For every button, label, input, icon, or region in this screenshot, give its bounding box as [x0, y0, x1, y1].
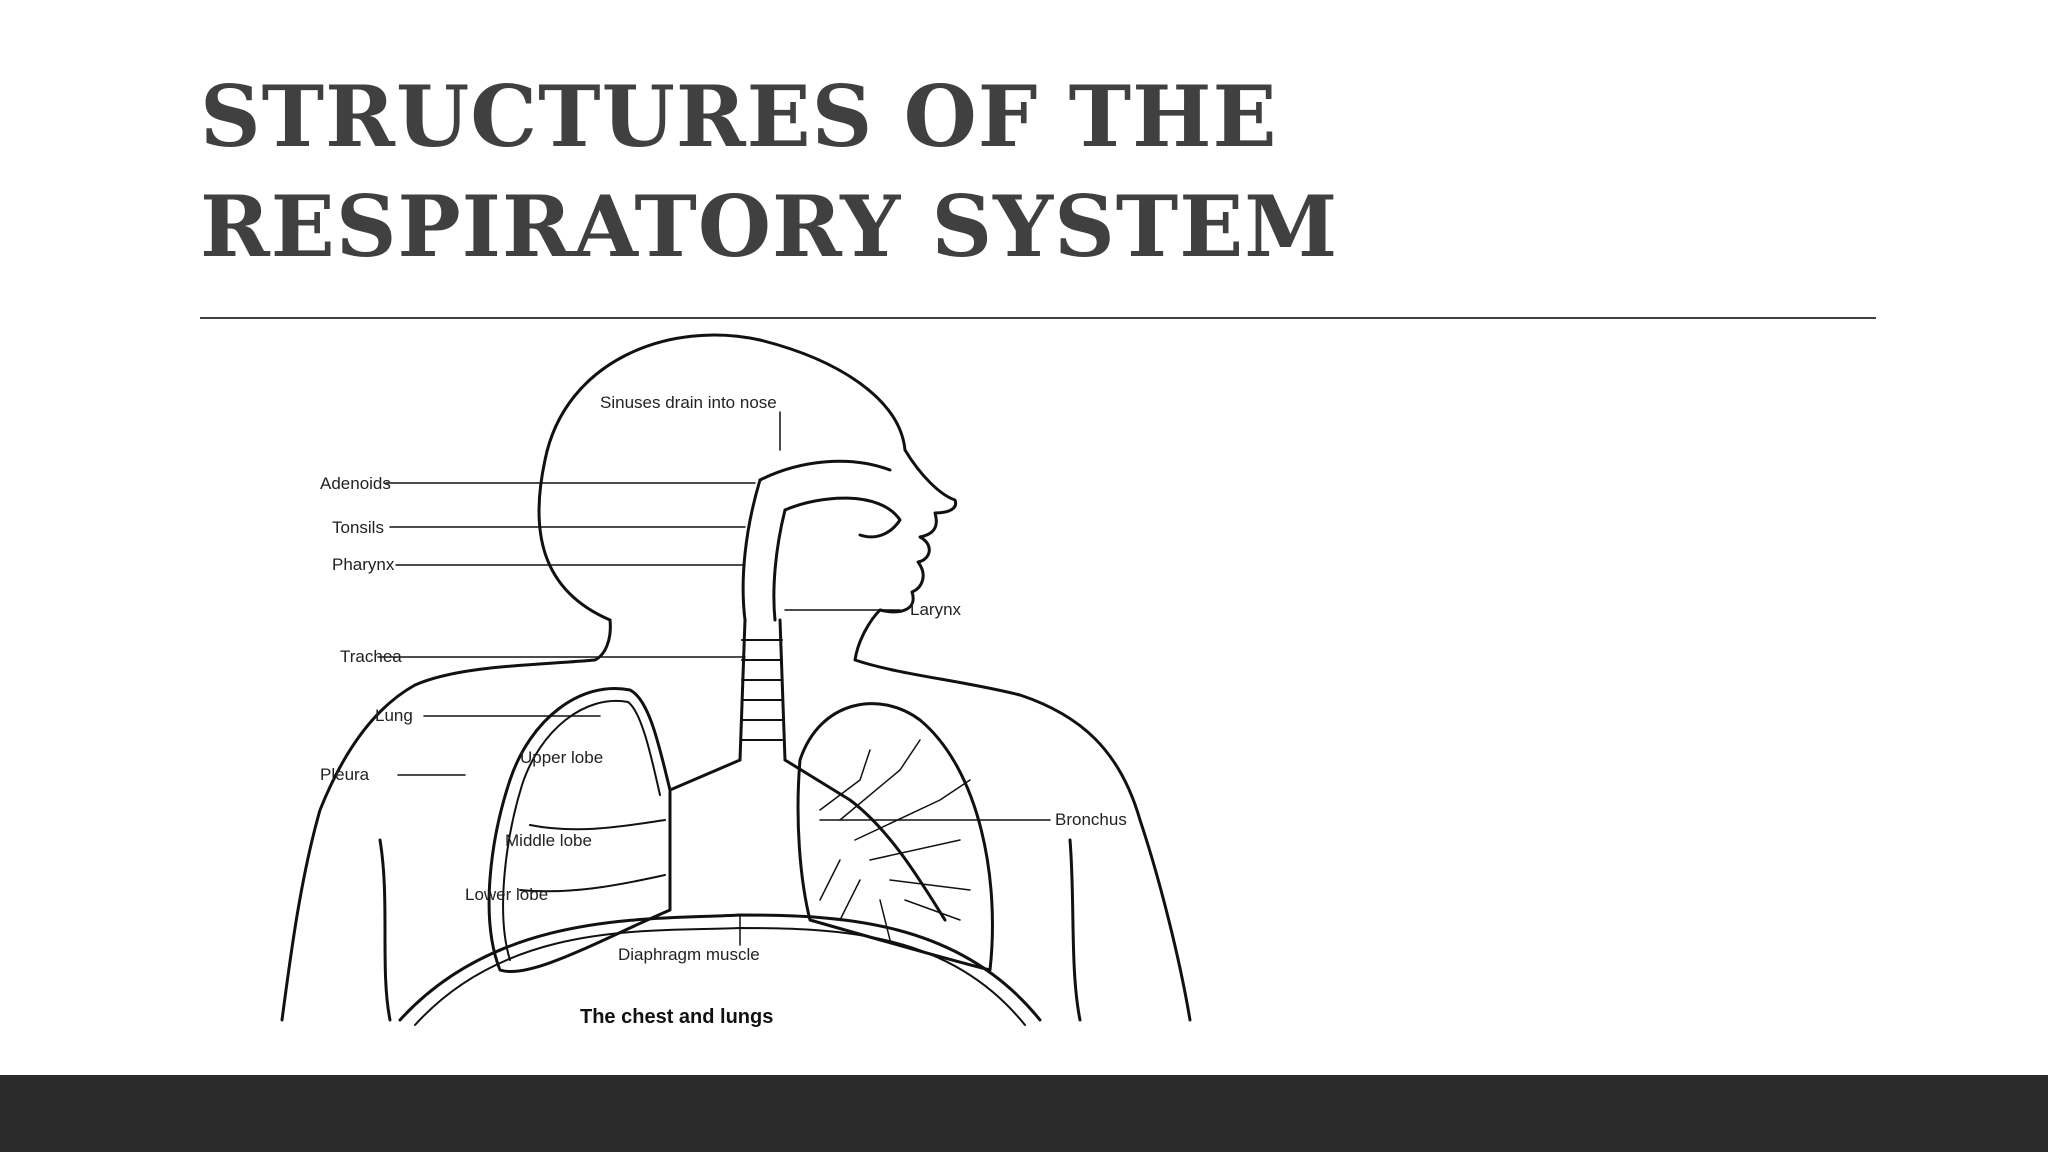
title-divider [200, 317, 1876, 319]
lung-left [487, 687, 672, 973]
arm-left-inner [378, 838, 392, 1022]
label-pharynx: Pharynx [332, 555, 395, 574]
label-lung: Lung [375, 706, 413, 725]
label-pleura: Pleura [320, 765, 370, 784]
diaphragm [398, 913, 1042, 1022]
bronchi [668, 758, 947, 922]
lung-left-inner [502, 699, 661, 961]
label-sinuses: Sinuses drain into nose [600, 393, 777, 412]
diagram-caption: The chest and lungs [580, 1006, 773, 1028]
label-tonsils: Tonsils [332, 518, 384, 537]
lung-right [796, 702, 994, 972]
title-line-1: STRUCTURES OF THE [200, 67, 1278, 166]
label-trachea: Trachea [340, 647, 402, 666]
footer-bar [0, 1075, 2048, 1152]
body-outline [537, 333, 1192, 1022]
throat [741, 478, 787, 622]
label-diaphragm: Diaphragm muscle [618, 945, 760, 964]
label-bronchus: Bronchus [1055, 810, 1127, 829]
label-adenoids: Adenoids [320, 474, 391, 493]
label-upper-lobe: Upper lobe [520, 748, 603, 767]
respiratory-diagram-svg: Sinuses drain into nose Adenoids Tonsils… [280, 333, 1192, 1028]
label-middle-lobe: Middle lobe [505, 831, 592, 850]
label-larynx: Larynx [910, 600, 962, 619]
respiratory-diagram: Sinuses drain into nose Adenoids Tonsils… [200, 320, 1280, 1040]
arm-right-inner [1068, 838, 1082, 1022]
lobe-line-upper [529, 819, 666, 831]
lobe-line-middle [519, 874, 666, 893]
nasal-passage [758, 459, 902, 539]
label-lower-lobe: Lower lobe [465, 885, 548, 904]
body-outline-left [280, 618, 612, 1022]
trachea [738, 618, 787, 762]
bronchial-tree [819, 739, 971, 941]
title-line-2: RESPIRATORY SYSTEM [200, 177, 1339, 276]
slide-title: STRUCTURES OF THE RESPIRATORY SYSTEM [200, 62, 1800, 282]
